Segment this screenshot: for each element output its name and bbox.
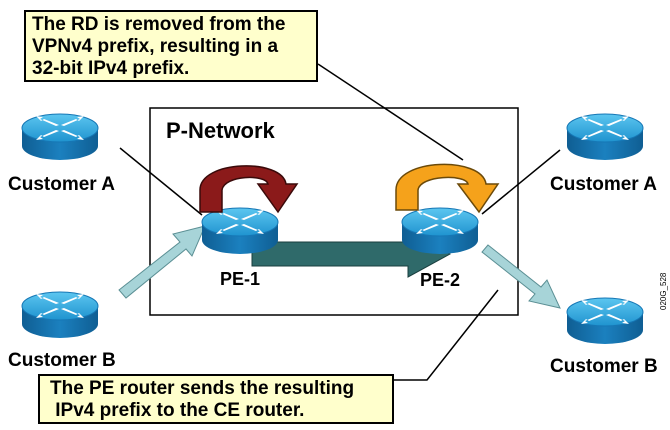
router-icon	[566, 297, 644, 345]
pe1-loop-arrow	[199, 165, 299, 214]
callout-bottom-pointer	[394, 289, 499, 381]
figure-id: 020G_528	[659, 272, 668, 310]
callout-bottom-line-2: IPv4 prefix to the CE router.	[50, 400, 305, 421]
callout-top-line-2: VPNv4 prefix, resulting in a	[32, 36, 279, 57]
pe2-label: PE-2	[420, 270, 460, 290]
router-icon	[21, 291, 99, 339]
customer-b-left-label: Customer B	[8, 350, 116, 371]
callout-top-line-3: 32-bit IPv4 prefix.	[32, 58, 190, 79]
router-icon	[201, 207, 279, 255]
customer-a-right-label: Customer A	[550, 174, 657, 195]
router-icon	[21, 113, 99, 161]
link-customer-a-right-to-pe2	[481, 149, 561, 215]
callout-bottom-line-1: The PE router sends the resulting	[50, 378, 355, 399]
p-network-box	[149, 107, 519, 316]
customer-b-to-pe1-arrow	[118, 225, 206, 299]
callout-top-line-1: The RD is removed from the	[32, 14, 286, 35]
customer-b-right-label: Customer B	[550, 356, 658, 377]
callout-top-pointer	[317, 63, 464, 161]
callout-pe-sends-prefix: The PE router sends the resulting IPv4 p…	[38, 374, 394, 424]
p-network-label: P-Network	[166, 118, 276, 143]
router-icon	[566, 113, 644, 161]
customer-a-left-label: Customer A	[8, 174, 115, 195]
callout-rd-removed: The RD is removed from the VPNv4 prefix,…	[24, 10, 318, 82]
pe2-loop-arrow	[395, 163, 500, 214]
link-customer-a-left-to-pe1	[119, 147, 203, 216]
pe2-to-customer-b-arrow	[481, 244, 561, 309]
pe1-label: PE-1	[220, 269, 260, 289]
router-icon	[401, 207, 479, 255]
